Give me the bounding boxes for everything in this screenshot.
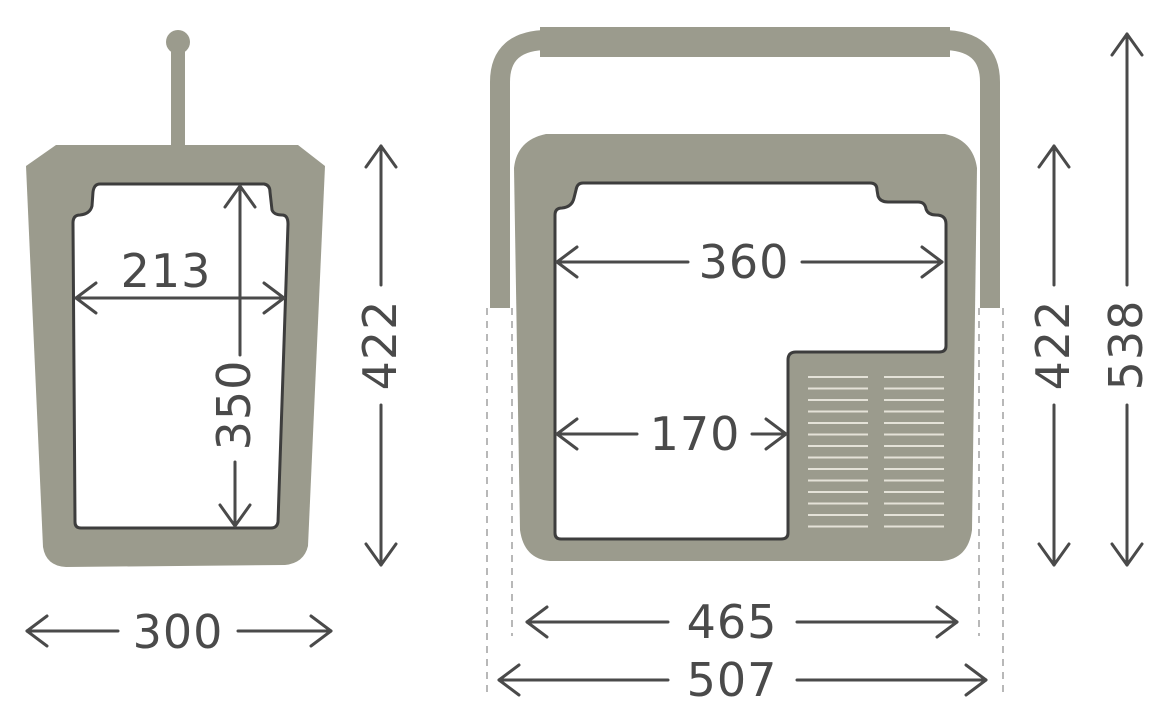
- side-outer-height-label: 422: [353, 300, 407, 391]
- side-cavity: [71, 182, 290, 530]
- front-total-width-label: 507: [687, 653, 778, 707]
- side-inner-height-arrow: [218, 184, 257, 528]
- front-body-width-label: 465: [687, 595, 778, 649]
- front-body-height-label: 422: [1026, 300, 1080, 391]
- side-outer-width-arrow: [25, 614, 333, 648]
- front-total-width-arrow: [497, 663, 988, 697]
- front-inner-width-bottom-label: 170: [650, 407, 741, 461]
- side-inner-height-label: 350: [207, 360, 261, 451]
- front-total-height-label: 538: [1099, 300, 1153, 391]
- side-outer-height-arrow: [364, 144, 398, 567]
- side-handle-knob: [166, 30, 190, 54]
- front-inner-width-bottom-arrow: [555, 417, 788, 451]
- front-inner-width-top-label: 360: [699, 235, 790, 289]
- side-view: 213 350 422 300: [25, 30, 407, 659]
- side-inner-width-label: 213: [121, 244, 212, 298]
- side-inner-width-arrow: [74, 281, 286, 315]
- front-view: 360 170 422 538: [486, 27, 1153, 707]
- front-handle-grip: [540, 27, 950, 57]
- front-body-height-arrow: [1037, 144, 1071, 567]
- side-handle-stem: [171, 44, 185, 152]
- front-body-width-arrow: [525, 605, 959, 639]
- front-total-height-arrow: [1110, 32, 1144, 567]
- side-outer-width-label: 300: [133, 605, 224, 659]
- front-inner-width-top-arrow: [555, 245, 944, 279]
- front-vent-grille: [808, 376, 944, 528]
- front-cavity: [553, 181, 948, 541]
